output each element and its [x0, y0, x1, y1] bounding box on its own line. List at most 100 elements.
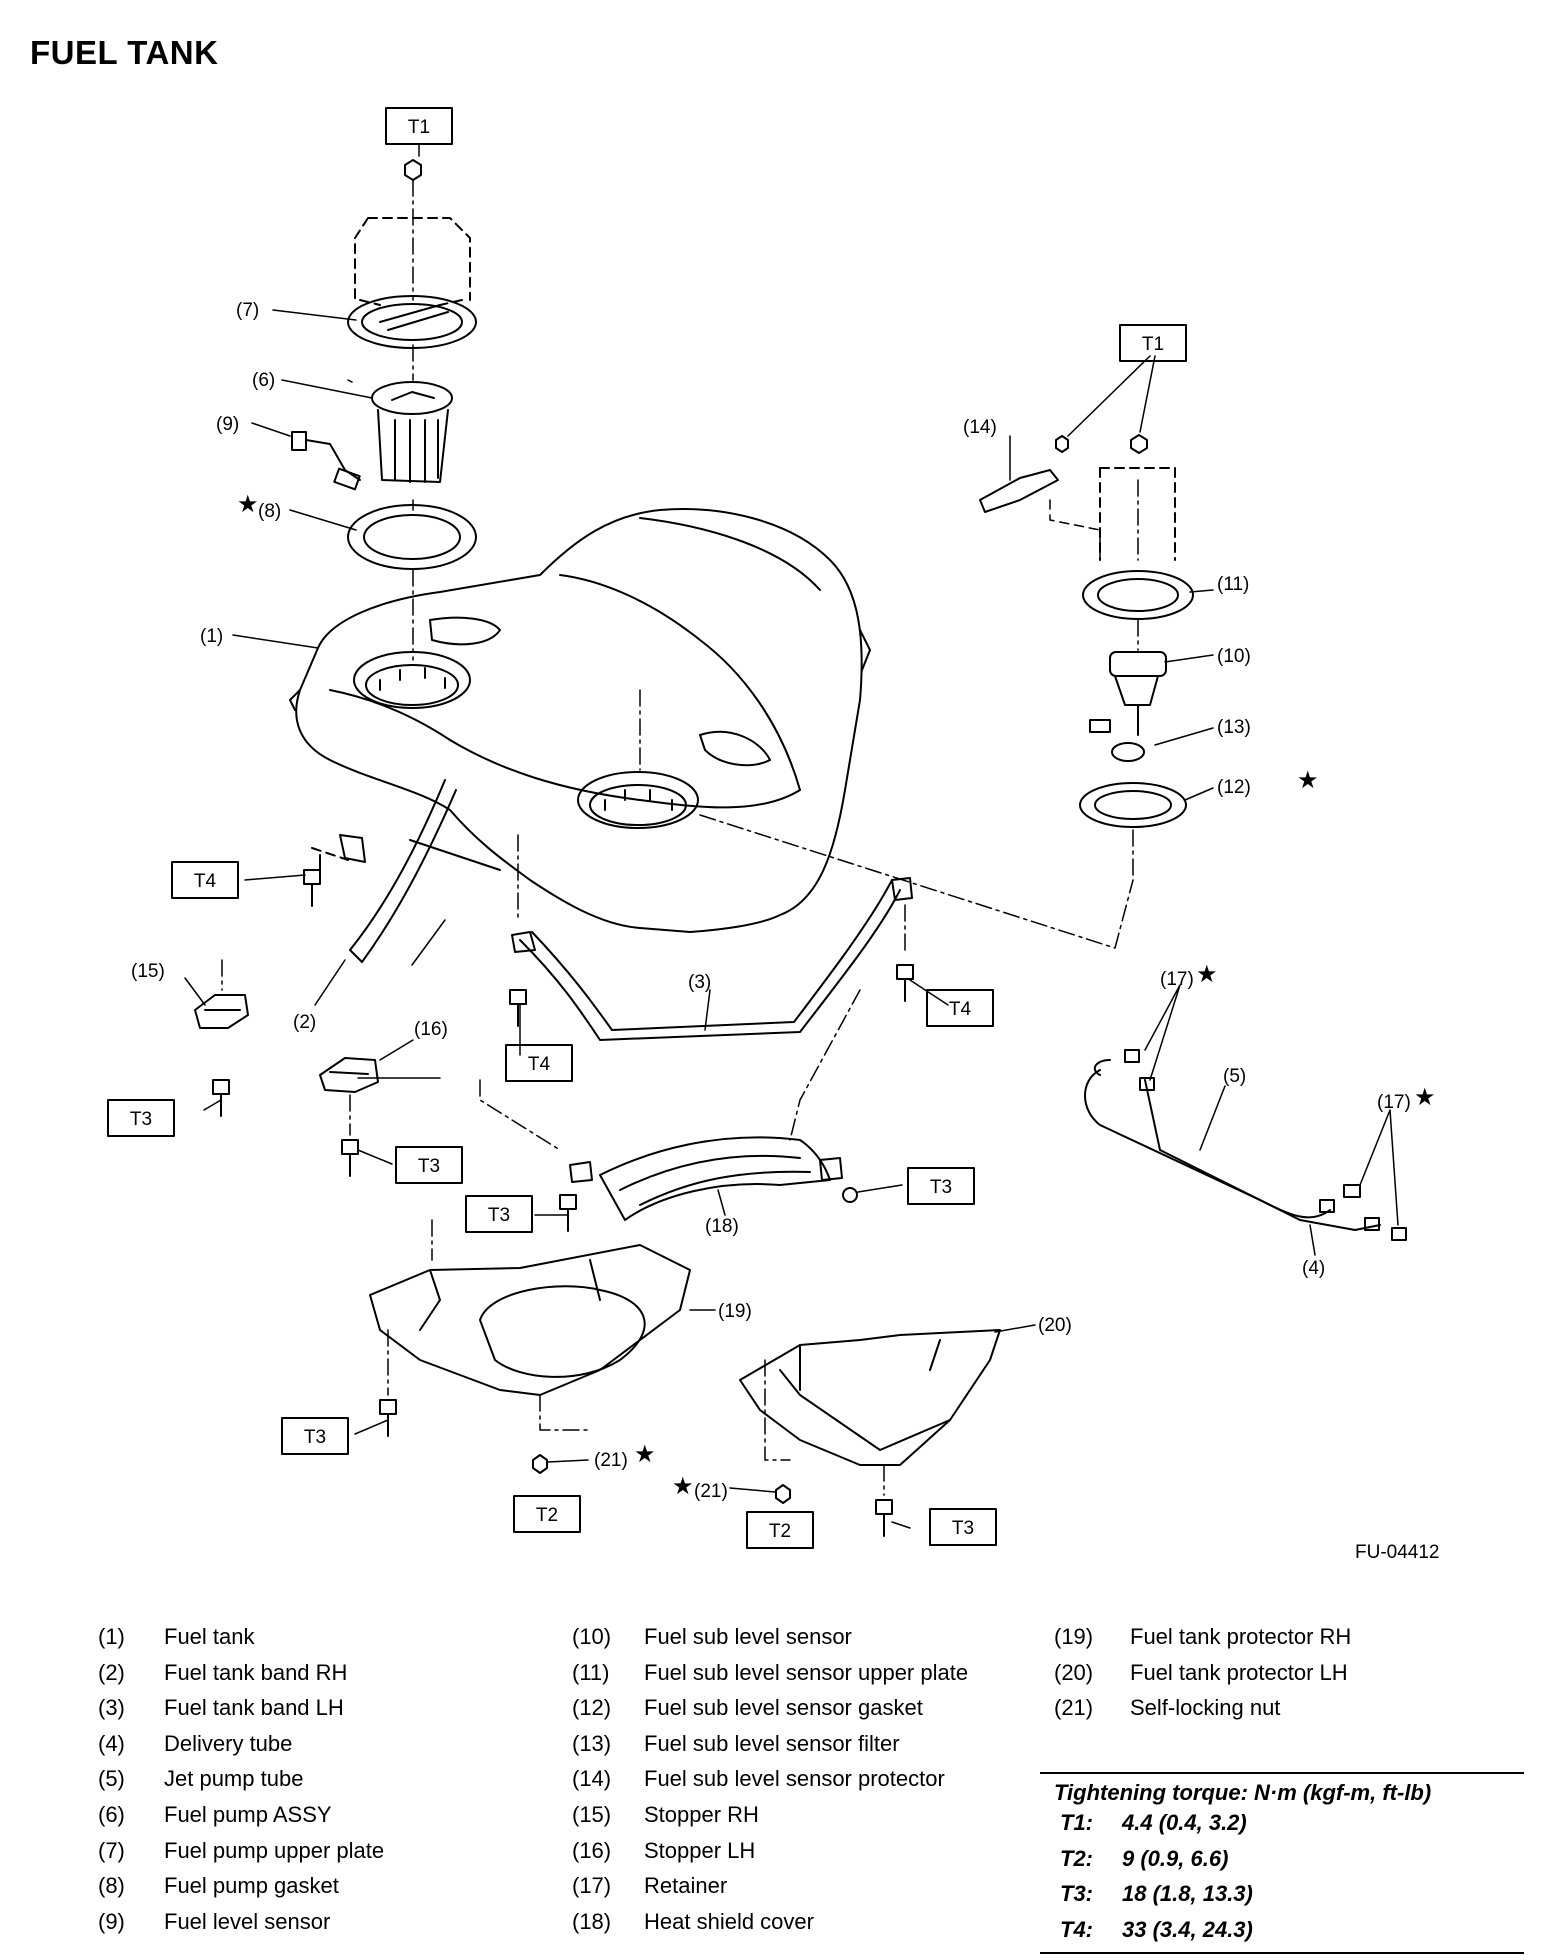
legend-item: (14) Fuel sub level sensor protector — [572, 1766, 968, 1802]
callout-20: (20) — [1038, 1315, 1072, 1336]
callout-19: (19) — [718, 1301, 752, 1322]
callout-17a: (17) — [1160, 969, 1194, 990]
legend-item: (2) Fuel tank band RH — [98, 1660, 384, 1696]
legend-item-name: Fuel tank — [164, 1624, 255, 1649]
fuel-tank-part — [289, 508, 871, 933]
legend-item-name: Fuel sub level sensor upper plate — [644, 1659, 969, 1685]
legend-item: (8)Fuel pump gasket — [98, 1873, 384, 1909]
torque-tag-t3-protector-lh: T3 — [952, 1518, 974, 1539]
fuel-tank-band-lh-part — [509, 834, 914, 1041]
torque-table-title: Tightening torque: N·m (kgf-m, ft-lb) — [1054, 1780, 1432, 1805]
star-21b: ★ — [672, 1473, 694, 1500]
legend-item-number: (6) — [98, 1801, 125, 1827]
legend-item-name: Jet pump tube — [164, 1766, 304, 1792]
torque-tag-t3-heat-shield-right: T3 — [930, 1177, 952, 1198]
legend-item-number: (17) — [572, 1873, 612, 1899]
callout-7: (7) — [236, 300, 259, 321]
fuel-tank-band-rh-part — [303, 779, 457, 963]
leader-lines — [184, 309, 1399, 1529]
callout-11: (11) — [1217, 574, 1249, 595]
callout-5: (5) — [1223, 1066, 1246, 1087]
legend-item-number: (7) — [98, 1837, 125, 1863]
legend-item-name: Fuel sub level sensor — [644, 1624, 852, 1649]
legend-item: (1) Fuel tank — [98, 1624, 384, 1660]
callout-21b: (21) — [694, 1481, 728, 1502]
figure-id: FU-04412 — [1355, 1542, 1440, 1563]
legend-item-number: (5) — [98, 1766, 125, 1792]
callout-17b: (17) — [1377, 1092, 1411, 1113]
fuel-tank-protector-lh-part — [739, 1329, 1001, 1537]
legend-item-number: (1) — [98, 1624, 125, 1649]
legend-item-name: Stopper RH — [644, 1801, 759, 1827]
callout-1: (1) — [200, 626, 223, 647]
legend-item-number: (18) — [572, 1908, 612, 1934]
legend-item: (7) Fuel pump upper plate — [98, 1838, 384, 1874]
fuel-pump-assembly-part — [371, 381, 453, 483]
parts-legend-column-3: (19)Fuel tank protector RH (20)Fuel tank… — [1054, 1624, 1351, 1731]
legend-item-name: Fuel tank band LH — [164, 1695, 344, 1721]
callout-3: (3) — [688, 972, 711, 993]
parts-legend-column-2: (10) Fuel sub level sensor (11)Fuel sub l… — [572, 1624, 968, 1944]
legend-item-name: Stopper LH — [644, 1837, 756, 1863]
stopper-lh-part — [319, 1057, 379, 1177]
legend-item-number: (15) — [572, 1801, 612, 1827]
star-8: ★ — [237, 491, 259, 518]
fuel-sub-level-sensor-part — [979, 434, 1194, 881]
legend-item-name: Fuel pump upper plate — [164, 1837, 385, 1863]
stopper-rh-part — [194, 959, 249, 1117]
legend-item: (9)Fuel level sensor — [98, 1909, 384, 1945]
legend-item-name: Self-locking nut — [1130, 1695, 1281, 1721]
torque-value: 4.4 (0.4, 3.2) — [1122, 1810, 1247, 1835]
legend-item-number: (3) — [98, 1695, 125, 1721]
callout-9: (9) — [216, 414, 239, 435]
legend-item-name: Fuel sub level sensor protector — [644, 1766, 945, 1792]
callout-4: (4) — [1302, 1258, 1325, 1279]
legend-item: (13)Fuel sub level sensor filter — [572, 1731, 968, 1767]
callout-8: (8) — [258, 501, 281, 522]
torque-tag-t1-pump: T1 — [408, 117, 430, 138]
torque-value: 9 (0.9, 6.6) — [1122, 1845, 1229, 1871]
callout-6: (6) — [252, 370, 275, 391]
torque-row: T1: 4.4 (0.4, 3.2) — [1040, 1810, 1524, 1846]
legend-item-number: (20) — [1054, 1659, 1094, 1685]
callout-18: (18) — [705, 1216, 739, 1237]
legend-item: (18) Heat shield cover — [572, 1909, 968, 1945]
legend-item: (5) Jet pump tube — [98, 1766, 384, 1802]
legend-item-number: (8) — [98, 1873, 125, 1899]
legend-item-name: Fuel sub level sensor filter — [644, 1730, 900, 1756]
jet-pump-tube-part — [1084, 1049, 1407, 1241]
legend-item-name: Heat shield cover — [644, 1908, 814, 1934]
legend-item: (3) Fuel tank band LH — [98, 1695, 384, 1731]
callout-16: (16) — [414, 1019, 448, 1040]
legend-item-number: (9) — [98, 1908, 125, 1934]
callout-13: (13) — [1217, 717, 1251, 738]
heat-shield-cover-part — [479, 989, 861, 1232]
torque-code: T3: — [1060, 1881, 1093, 1907]
legend-item-number: (16) — [572, 1837, 612, 1863]
legend-item: (15) Stopper RH — [572, 1802, 968, 1838]
legend-item-name: Retainer — [644, 1873, 728, 1899]
legend-item-number: (2) — [98, 1659, 125, 1685]
torque-code: T2: — [1060, 1845, 1093, 1871]
legend-item-number: (12) — [572, 1695, 612, 1721]
legend-item-name: Fuel tank protector RH — [1130, 1624, 1352, 1649]
legend-item-number: (10) — [572, 1624, 612, 1649]
fuel-pump-upper-plate-part — [347, 159, 477, 349]
torque-tag-t3-stopper-lh: T3 — [418, 1156, 440, 1177]
legend-item-name: Fuel tank protector LH — [1130, 1659, 1348, 1685]
torque-code: T1: — [1060, 1810, 1093, 1835]
legend-item: (16) Stopper LH — [572, 1838, 968, 1874]
torque-tag-t1-sub-sensor: T1 — [1142, 334, 1164, 355]
torque-tag-t4-band-lh-right: T4 — [949, 999, 972, 1020]
torque-row: T2: 9 (0.9, 6.6) — [1040, 1846, 1524, 1882]
torque-tag-t2-protector-lh: T2 — [769, 1521, 791, 1542]
legend-item: (21)Self-locking nut — [1054, 1695, 1351, 1731]
fuel-tank-protector-rh-part — [369, 1219, 691, 1474]
callout-2: (2) — [293, 1012, 316, 1033]
legend-item: (20) Fuel tank protector LH — [1054, 1660, 1351, 1696]
callout-15: (15) — [131, 961, 165, 982]
legend-item-number: (14) — [572, 1766, 612, 1792]
legend-item-name: Fuel tank band RH — [164, 1659, 348, 1685]
callout-14: (14) — [963, 417, 997, 438]
legend-item: (11)Fuel sub level sensor upper plate — [572, 1660, 968, 1696]
